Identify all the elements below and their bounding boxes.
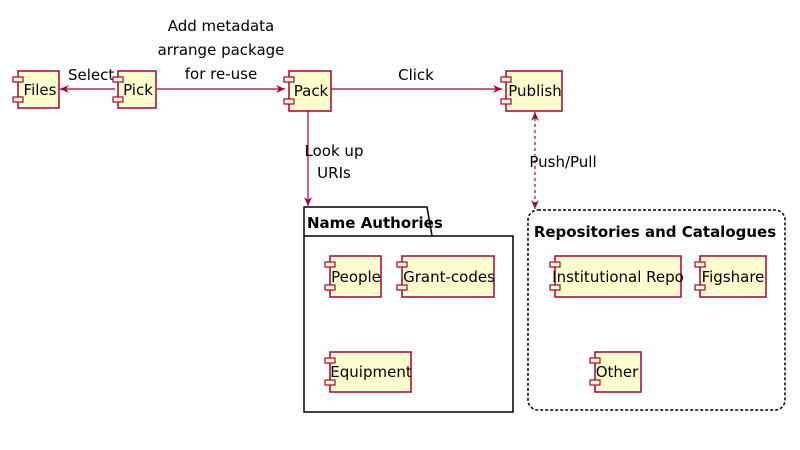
component-institutional-repo: Institutional Repo	[549, 255, 684, 298]
component-people: People	[324, 255, 382, 298]
edge-label-push-pull: Push/Pull	[529, 153, 596, 171]
edges	[60, 85, 539, 209]
component-equipment-label: Equipment	[330, 363, 412, 381]
component-figshare-label: Figshare	[702, 268, 765, 286]
edge-label-click: Click	[398, 66, 434, 84]
package-repositories: Repositories and Catalogues	[527, 209, 786, 411]
edge-label-add-metadata-3: for re-use	[185, 65, 257, 83]
component-files: Files	[12, 70, 60, 109]
component-institutional-repo-label: Institutional Repo	[552, 268, 684, 286]
edge-label-select: Select	[68, 66, 114, 84]
component-publish: Publish	[500, 70, 563, 112]
package-repositories-title: Repositories and Catalogues	[534, 223, 776, 241]
component-pick: Pick	[112, 70, 157, 109]
component-other-label: Other	[596, 363, 639, 381]
component-other: Other	[589, 351, 642, 393]
package-name-authorities-title: Name Authories	[307, 214, 443, 232]
component-pack-label: Pack	[294, 82, 329, 100]
component-grant-codes: Grant-codes	[396, 255, 495, 298]
component-files-label: Files	[24, 81, 57, 99]
component-people-label: People	[331, 268, 381, 286]
component-figshare: Figshare	[694, 255, 767, 298]
component-pack: Pack	[283, 70, 332, 112]
edge-label-add-metadata-1: Add metadata	[168, 17, 275, 35]
component-grant-codes-label: Grant-codes	[403, 268, 495, 286]
component-publish-label: Publish	[508, 82, 561, 100]
edge-label-look-up-2: URIs	[317, 164, 351, 182]
component-pick-label: Pick	[123, 81, 153, 99]
edge-label-add-metadata-2: arrange package	[158, 41, 285, 59]
component-equipment: Equipment	[324, 351, 412, 393]
edge-label-look-up-1: Look up	[305, 142, 364, 160]
